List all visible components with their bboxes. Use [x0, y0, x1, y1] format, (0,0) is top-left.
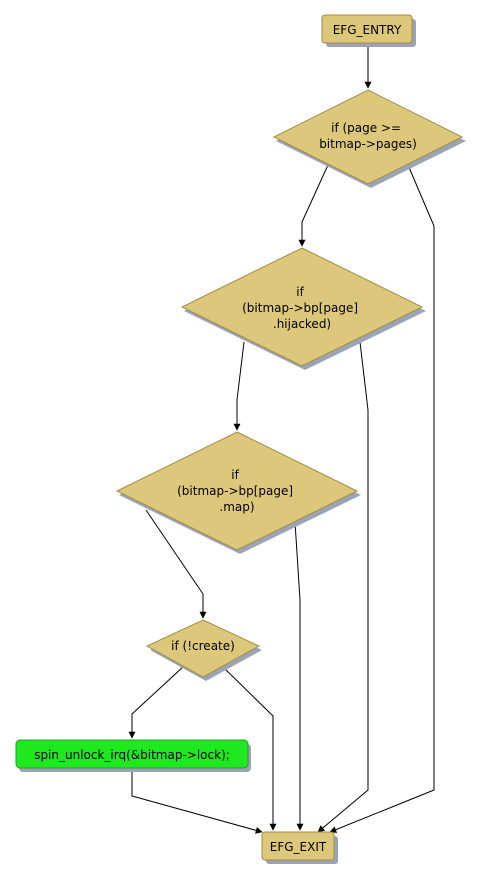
node-entry: EFG_ENTRY: [321, 14, 416, 47]
edge-cond-hijacked-to-cond-map: [233, 341, 245, 431]
node-cond-map: if (bitmap->bp[page] .map): [115, 431, 361, 554]
node-cond-pages: if (page >= bitmap->pages): [272, 89, 466, 188]
exit-label: EFG_EXIT: [270, 840, 327, 854]
edge-cond-create-to-unlock: [128, 665, 185, 739]
node-exit: EFG_EXIT: [261, 831, 338, 864]
node-cond-hijacked: if (bitmap->bp[page] .hijacked): [180, 247, 426, 370]
edge-cond-create-to-exit: [221, 665, 277, 831]
cond-create-text: if (!create): [171, 639, 235, 653]
edge-cond-pages-to-cond-hijacked: [298, 164, 329, 247]
edges: [128, 44, 435, 834]
unlock-label: spin_unlock_irq(&bitmap->lock);: [34, 748, 230, 762]
cond-map-text: if (bitmap->bp[page] .map): [177, 468, 297, 514]
cond-hijacked-text: if (bitmap->bp[page] .hijacked): [242, 285, 362, 331]
edge-cond-hijacked-to-exit: [317, 341, 369, 833]
node-cond-create: if (!create): [145, 619, 262, 681]
edge-cond-pages-to-exit: [329, 164, 435, 833]
edge-cond-map-to-cond-create: [145, 509, 207, 619]
node-unlock: spin_unlock_irq(&bitmap->lock);: [15, 739, 251, 772]
entry-label: EFG_ENTRY: [333, 23, 402, 37]
edge-unlock-to-exit: [131, 768, 263, 834]
edge-cond-map-to-exit: [294, 521, 304, 831]
cond-pages-text: if (page >= bitmap->pages): [319, 121, 417, 151]
